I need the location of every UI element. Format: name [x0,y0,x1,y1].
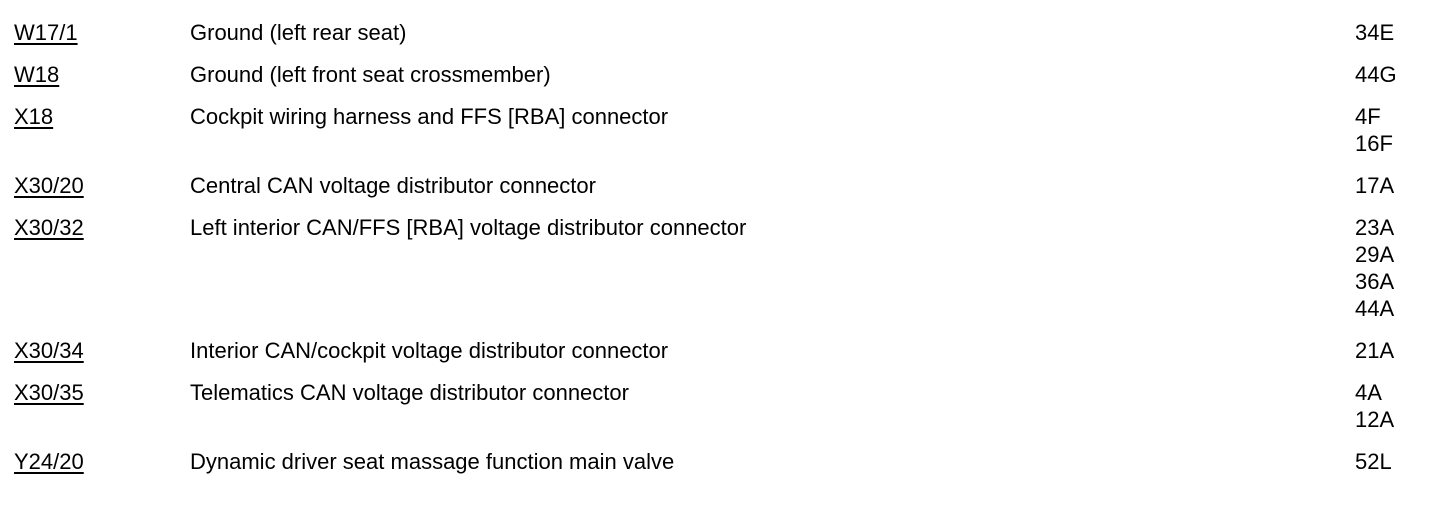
location-codes: 44G [1355,61,1440,88]
code-cell: Y24/20 [14,448,190,475]
code-cell: X30/32 [14,214,190,241]
component-description: Telematics CAN voltage distributor conne… [190,380,629,405]
location-code: 34E [1355,20,1395,45]
location-code: 16F [1355,131,1393,156]
location-codes: 21A [1355,337,1440,364]
location-code: 4F [1355,104,1381,129]
component-code-link[interactable]: W18 [14,62,60,87]
component-code-link[interactable]: X30/20 [14,173,84,198]
location-codes: 23A 29A 36A 44A [1355,214,1440,322]
table-row: X18 Cockpit wiring harness and FFS [RBA]… [14,103,1440,157]
component-description: Cockpit wiring harness and FFS [RBA] con… [190,104,669,129]
code-cell: X30/34 [14,337,190,364]
location-code: 12A [1355,407,1395,432]
location-codes: 34E [1355,19,1440,46]
table-row: W17/1 Ground (left rear seat) 34E [14,19,1440,46]
code-cell: X30/35 [14,379,190,406]
component-description: Ground (left rear seat) [190,20,407,45]
code-cell: X30/20 [14,172,190,199]
component-description: Interior CAN/cockpit voltage distributor… [190,338,669,363]
component-code-link[interactable]: W17/1 [14,20,78,45]
location-codes: 4A 12A [1355,379,1440,433]
table-row: W18 Ground (left front seat crossmember)… [14,61,1440,88]
location-code: 52L [1355,449,1392,474]
table-row: X30/34 Interior CAN/cockpit voltage dist… [14,337,1440,364]
location-code: 36A [1355,269,1395,294]
location-code: 17A [1355,173,1395,198]
component-code-link[interactable]: X30/34 [14,338,84,363]
component-code-link[interactable]: X30/32 [14,215,84,240]
component-code-link[interactable]: X18 [14,104,54,129]
component-description: Left interior CAN/FFS [RBA] voltage dist… [190,215,747,240]
component-description: Central CAN voltage distributor connecto… [190,173,596,198]
table-row: X30/32 Left interior CAN/FFS [RBA] volta… [14,214,1440,322]
code-cell: W17/1 [14,19,190,46]
component-description: Ground (left front seat crossmember) [190,62,551,87]
component-code-link[interactable]: Y24/20 [14,449,84,474]
table-row: Y24/20 Dynamic driver seat massage funct… [14,448,1440,475]
location-code: 4A [1355,380,1382,405]
location-code: 44A [1355,296,1395,321]
component-description: Dynamic driver seat massage function mai… [190,449,675,474]
location-codes: 52L [1355,448,1440,475]
component-legend-table: W17/1 Ground (left rear seat) 34E W18 Gr… [14,19,1440,475]
table-row: X30/20 Central CAN voltage distributor c… [14,172,1440,199]
table-row: X30/35 Telematics CAN voltage distributo… [14,379,1440,433]
location-code: 44G [1355,62,1397,87]
location-codes: 4F 16F [1355,103,1440,157]
code-cell: X18 [14,103,190,130]
component-code-link[interactable]: X30/35 [14,380,84,405]
location-code: 29A [1355,242,1395,267]
location-codes: 17A [1355,172,1440,199]
location-code: 23A [1355,215,1395,240]
location-code: 21A [1355,338,1395,363]
code-cell: W18 [14,61,190,88]
